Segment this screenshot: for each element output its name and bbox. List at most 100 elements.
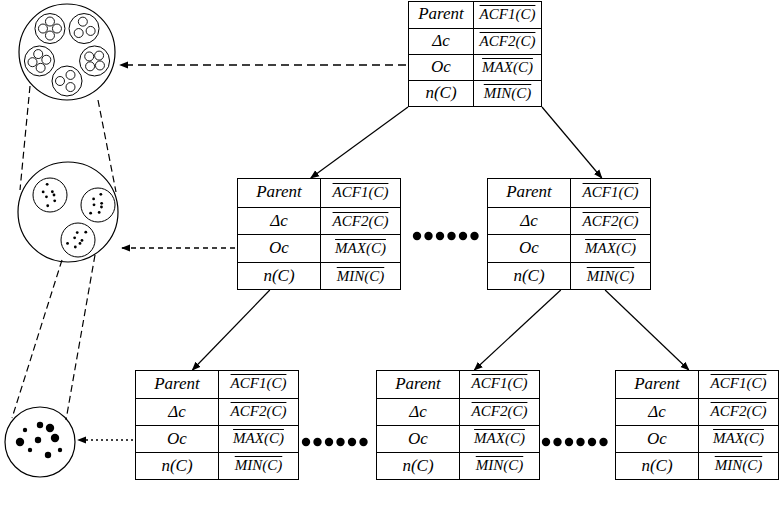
feature-value-cell: MAX(C) <box>570 234 650 262</box>
feature-value-cell: MAX(C) <box>698 425 778 452</box>
tree-link <box>605 290 689 370</box>
zoom-line <box>20 86 30 190</box>
field-name-cell: n(C) <box>136 452 218 479</box>
ellipsis-dot <box>470 232 478 240</box>
field-name-cell: n(C) <box>377 452 459 479</box>
tree-link <box>192 290 269 370</box>
sub-cluster-circle <box>81 188 115 222</box>
field-name-cell: Parent <box>136 371 218 398</box>
zoom-line <box>98 100 116 192</box>
micro-cluster-circle <box>38 24 47 33</box>
connector-layer <box>192 107 688 370</box>
data-point <box>93 203 96 206</box>
data-point <box>81 239 84 242</box>
cf-table: ParentACF1(C)ΔcACF2(C)OcMAX(C)n(C)MIN(C) <box>408 1 542 107</box>
cf-table: ParentACF1(C)ΔcACF2(C)OcMAX(C)n(C)MIN(C) <box>237 178 401 290</box>
micro-cluster-circle <box>45 17 54 26</box>
feature-value-cell: MIN(C) <box>570 262 650 290</box>
field-name-cell: n(C) <box>488 262 570 290</box>
sub-cluster-circle <box>24 46 54 76</box>
zoom-pointer <box>78 439 133 441</box>
ellipsis-dot <box>348 438 356 446</box>
zoom-line <box>66 255 95 420</box>
field-name-cell: Δc <box>409 28 473 54</box>
micro-cluster-circle <box>36 63 45 72</box>
sub-cluster-circle <box>69 14 99 44</box>
field-name-cell: Oc <box>136 425 218 452</box>
field-name-cell: Oc <box>488 234 570 262</box>
sub-cluster-circle <box>61 223 95 257</box>
ellipsis-dot <box>459 232 467 240</box>
field-name-cell: Parent <box>377 371 459 398</box>
data-point <box>46 204 49 207</box>
ellipsis-dot <box>436 232 444 240</box>
ellipsis-dot <box>313 438 321 446</box>
ellipsis-dot <box>336 438 344 446</box>
field-name-cell: n(C) <box>616 452 698 479</box>
field-name-cell: Oc <box>377 425 459 452</box>
data-point <box>45 452 51 458</box>
field-name-cell: n(C) <box>409 80 473 106</box>
data-point <box>92 198 95 201</box>
ellipsis-dot <box>542 438 550 446</box>
feature-value-cell: MAX(C) <box>218 425 298 452</box>
field-name-cell: Δc <box>136 398 218 425</box>
micro-cluster-circle <box>86 62 95 71</box>
ellipsis-dot <box>325 438 333 446</box>
micro-cluster-circle <box>42 55 51 64</box>
data-point <box>100 202 103 205</box>
ellipsis-dot <box>565 438 573 446</box>
feature-value-cell: ACF2(C) <box>698 398 778 425</box>
data-point <box>46 183 49 186</box>
ellipsis-dot <box>424 232 432 240</box>
data-point <box>74 246 77 249</box>
ellipsis-dot <box>359 438 367 446</box>
data-point <box>51 434 59 442</box>
feature-value-cell: MAX(C) <box>473 54 541 80</box>
feature-value-cell: ACF1(C) <box>570 179 650 207</box>
field-name-cell: Δc <box>238 207 320 235</box>
data-point <box>53 194 56 197</box>
field-name-cell: n(C) <box>238 262 320 290</box>
micro-cluster-circle <box>28 58 37 67</box>
root-cluster-circle <box>19 4 115 100</box>
tree-link <box>474 290 560 370</box>
data-point <box>28 448 32 452</box>
data-point <box>79 242 82 245</box>
zoom-line <box>12 260 62 418</box>
data-point <box>23 428 27 432</box>
ellipsis-dot <box>599 438 607 446</box>
field-name-cell: Oc <box>238 234 320 262</box>
data-point <box>89 212 92 215</box>
field-name-cell: Parent <box>488 179 570 207</box>
data-point <box>98 211 101 214</box>
data-point <box>76 231 79 234</box>
field-name-cell: Δc <box>488 207 570 235</box>
micro-cluster-circle <box>66 83 75 92</box>
data-point <box>53 199 56 202</box>
feature-value-cell: ACF1(C) <box>459 371 539 398</box>
feature-value-cell: ACF2(C) <box>459 398 539 425</box>
tree-link <box>311 107 408 178</box>
feature-value-cell: ACF1(C) <box>473 2 541 28</box>
micro-cluster-circle <box>95 51 104 60</box>
feature-value-cell: ACF2(C) <box>570 207 650 235</box>
data-point <box>58 448 62 452</box>
micro-cluster-circle <box>85 52 94 61</box>
feature-value-cell: MIN(C) <box>459 452 539 479</box>
field-name-cell: Oc <box>616 425 698 452</box>
data-point <box>66 242 69 245</box>
micro-cluster-circle <box>78 17 87 26</box>
field-name-cell: Oc <box>409 54 473 80</box>
ellipsis-dot <box>413 232 421 240</box>
field-name-cell: Δc <box>377 398 459 425</box>
ellipsis-dot <box>576 438 584 446</box>
ellipsis-dot <box>302 438 310 446</box>
feature-value-cell: MAX(C) <box>320 234 400 262</box>
data-point <box>42 191 45 194</box>
data-point <box>45 195 48 198</box>
ellipsis-dot <box>553 438 561 446</box>
field-name-cell: Parent <box>616 371 698 398</box>
ellipsis-dot <box>447 232 455 240</box>
field-name-cell: Parent <box>409 2 473 28</box>
